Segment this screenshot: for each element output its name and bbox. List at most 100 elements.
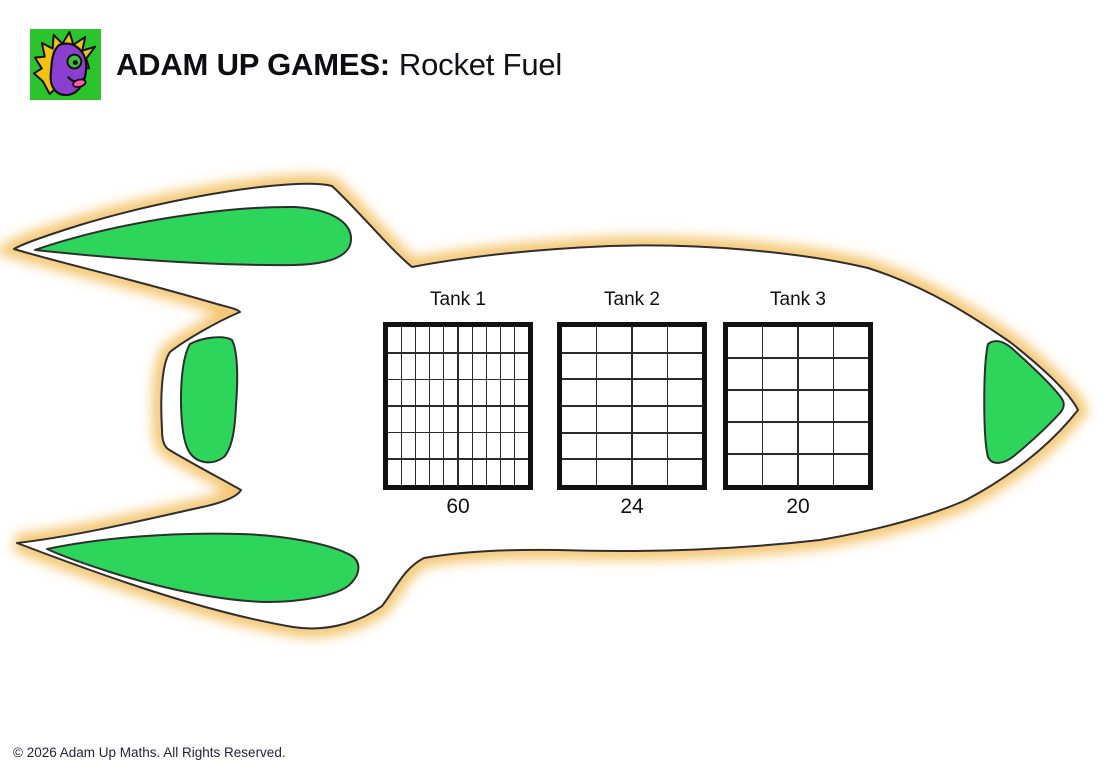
grid-cell <box>486 327 500 353</box>
grid-cell <box>668 327 702 352</box>
grid-cell <box>834 422 868 454</box>
grid-cell <box>458 327 472 353</box>
tank-grid <box>723 322 873 490</box>
grid-cell <box>500 353 514 379</box>
grid-cell <box>632 327 667 352</box>
grid-cell <box>798 390 833 422</box>
grid-cell <box>444 433 458 459</box>
grid-cell <box>444 380 458 406</box>
tank-grid <box>557 322 707 490</box>
grid-cell <box>668 460 702 485</box>
grid-cell <box>668 380 702 406</box>
tank-3: Tank 3 20 <box>723 288 873 520</box>
grid-cell <box>486 433 500 459</box>
grid-cell <box>834 454 868 485</box>
tank-label: Tank 3 <box>770 289 826 310</box>
grid-cell <box>500 327 514 353</box>
grid-cell <box>416 327 430 353</box>
grid-cell <box>388 380 402 406</box>
grid-cell <box>562 460 596 485</box>
grid-cell <box>458 380 472 406</box>
game-title: Rocket Fuel <box>398 46 563 82</box>
grid-cell <box>486 353 500 379</box>
grid-cell <box>728 422 762 454</box>
grid-cell <box>728 358 762 390</box>
grid-cell <box>388 459 402 485</box>
grid-cell <box>763 358 798 390</box>
grid-cell <box>416 433 430 459</box>
grid-cell <box>514 433 528 459</box>
grid-cell <box>763 422 798 454</box>
grid-cell <box>562 327 596 352</box>
grid-cell <box>402 353 416 379</box>
grid-cell <box>402 433 416 459</box>
grid-cell <box>668 353 702 379</box>
grid-cell <box>728 327 762 358</box>
grid-cell <box>632 460 667 485</box>
mascot-fish-icon <box>30 29 101 100</box>
grid-cell <box>514 353 528 379</box>
grid-cell <box>632 380 667 406</box>
grid-cell <box>597 380 632 406</box>
rocket-top-fin-panel <box>34 205 353 267</box>
grid-cell <box>500 433 514 459</box>
grid-cell <box>834 327 868 358</box>
grid-cell <box>632 353 667 379</box>
brand-name: ADAM UP GAMES: <box>116 46 390 82</box>
tank-capacity: 60 <box>446 495 470 518</box>
grid-cell <box>500 406 514 432</box>
grid-cell <box>472 433 486 459</box>
grid-cell <box>388 406 402 432</box>
grid-cell <box>444 406 458 432</box>
grid-cell <box>472 459 486 485</box>
rocket-mid-fin-panel <box>180 336 239 464</box>
grid-cell <box>444 459 458 485</box>
grid-cell <box>430 433 444 459</box>
grid-cell <box>728 390 762 422</box>
grid-cell <box>444 327 458 353</box>
grid-cell <box>514 459 528 485</box>
grid-cell <box>597 353 632 379</box>
grid-cell <box>834 390 868 422</box>
rocket-bottom-fin-panel <box>46 532 360 603</box>
grid-cell <box>763 327 798 358</box>
grid-cell <box>500 459 514 485</box>
grid-cell <box>486 406 500 432</box>
grid-cell <box>668 433 702 459</box>
grid-cell <box>430 380 444 406</box>
grid-cell <box>668 406 702 432</box>
grid-cell <box>458 406 472 432</box>
grid-cell <box>798 454 833 485</box>
grid-cell <box>416 459 430 485</box>
grid-cell <box>486 459 500 485</box>
tank-2: Tank 2 24 <box>557 288 707 520</box>
grid-cell <box>402 406 416 432</box>
grid-cell <box>430 459 444 485</box>
grid-cell <box>388 433 402 459</box>
grid-cell <box>514 380 528 406</box>
grid-cell <box>472 327 486 353</box>
grid-cell <box>514 406 528 432</box>
rocket-nose-window <box>983 340 1065 464</box>
grid-cell <box>416 406 430 432</box>
tank-capacity: 24 <box>620 495 644 518</box>
tank-label: Tank 2 <box>604 289 660 310</box>
grid-cell <box>632 406 667 432</box>
mascot-pupil <box>72 59 78 66</box>
grid-cell <box>486 380 500 406</box>
grid-cell <box>472 380 486 406</box>
grid-cell <box>562 433 596 459</box>
tank-grid <box>383 322 533 490</box>
grid-cell <box>458 459 472 485</box>
grid-cell <box>562 353 596 379</box>
grid-cell <box>632 433 667 459</box>
tank-capacity: 20 <box>786 495 810 518</box>
grid-cell <box>388 327 402 353</box>
grid-cell <box>458 433 472 459</box>
tank-label: Tank 1 <box>430 289 486 310</box>
grid-cell <box>728 454 762 485</box>
grid-cell <box>444 353 458 379</box>
